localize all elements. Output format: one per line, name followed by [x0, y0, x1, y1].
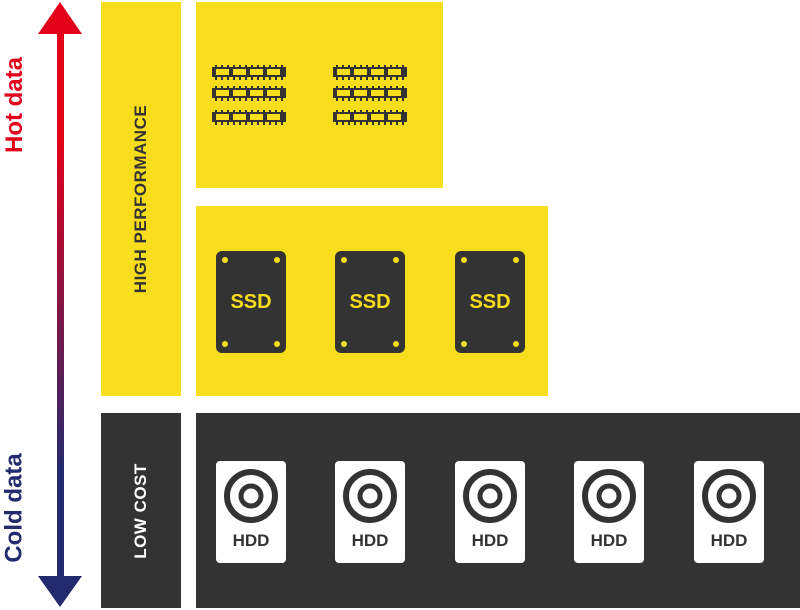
ssd-panel: SSD SSD SSD	[196, 206, 548, 396]
ram-module-icon	[333, 110, 407, 125]
hot-data-label-wrap: Hot data	[0, 30, 30, 180]
hdd-icon: HDD	[216, 461, 286, 563]
hdd-label: HDD	[351, 531, 389, 550]
low-cost-column: LOW COST	[101, 413, 181, 608]
disk-platter-icon	[702, 469, 756, 523]
low-cost-label: LOW COST	[131, 462, 151, 559]
hdd-label: HDD	[232, 531, 270, 550]
arrow-head-up-icon	[38, 2, 82, 34]
high-performance-label: HIGH PERFORMANCE	[131, 104, 150, 294]
ssd-icon: SSD	[455, 251, 525, 353]
ram-module-icon	[212, 110, 286, 125]
ssd-label: SSD	[349, 291, 391, 313]
arrow-shaft	[57, 32, 64, 580]
cold-data-label: Cold data	[1, 452, 28, 563]
disk-platter-icon	[343, 469, 397, 523]
temperature-arrow	[38, 2, 82, 607]
ram-module-icon	[333, 65, 407, 80]
hdd-icon: HDD	[694, 461, 764, 563]
ssd-label: SSD	[469, 291, 511, 313]
high-performance-column: HIGH PERFORMANCE	[101, 2, 181, 396]
ssd-icon: SSD	[216, 251, 286, 353]
hdd-icon: HDD	[574, 461, 644, 563]
hdd-panel: HDD HDD HDD HDD HDD	[196, 413, 800, 608]
ram-panel	[196, 2, 443, 188]
hdd-label: HDD	[471, 531, 509, 550]
disk-platter-icon	[463, 469, 517, 523]
ram-module-icon	[212, 86, 286, 101]
hot-data-label: Hot data	[1, 57, 28, 153]
ssd-icon: SSD	[335, 251, 405, 353]
ram-module-icon	[212, 65, 286, 80]
ram-module-icon	[333, 86, 407, 101]
arrow-head-down-icon	[38, 576, 82, 607]
hdd-icon: HDD	[455, 461, 525, 563]
ssd-label: SSD	[230, 291, 272, 313]
hdd-label: HDD	[710, 531, 748, 550]
disk-platter-icon	[224, 469, 278, 523]
disk-platter-icon	[582, 469, 636, 523]
hdd-label: HDD	[590, 531, 628, 550]
cold-data-label-wrap: Cold data	[0, 420, 30, 595]
hdd-icon: HDD	[335, 461, 405, 563]
